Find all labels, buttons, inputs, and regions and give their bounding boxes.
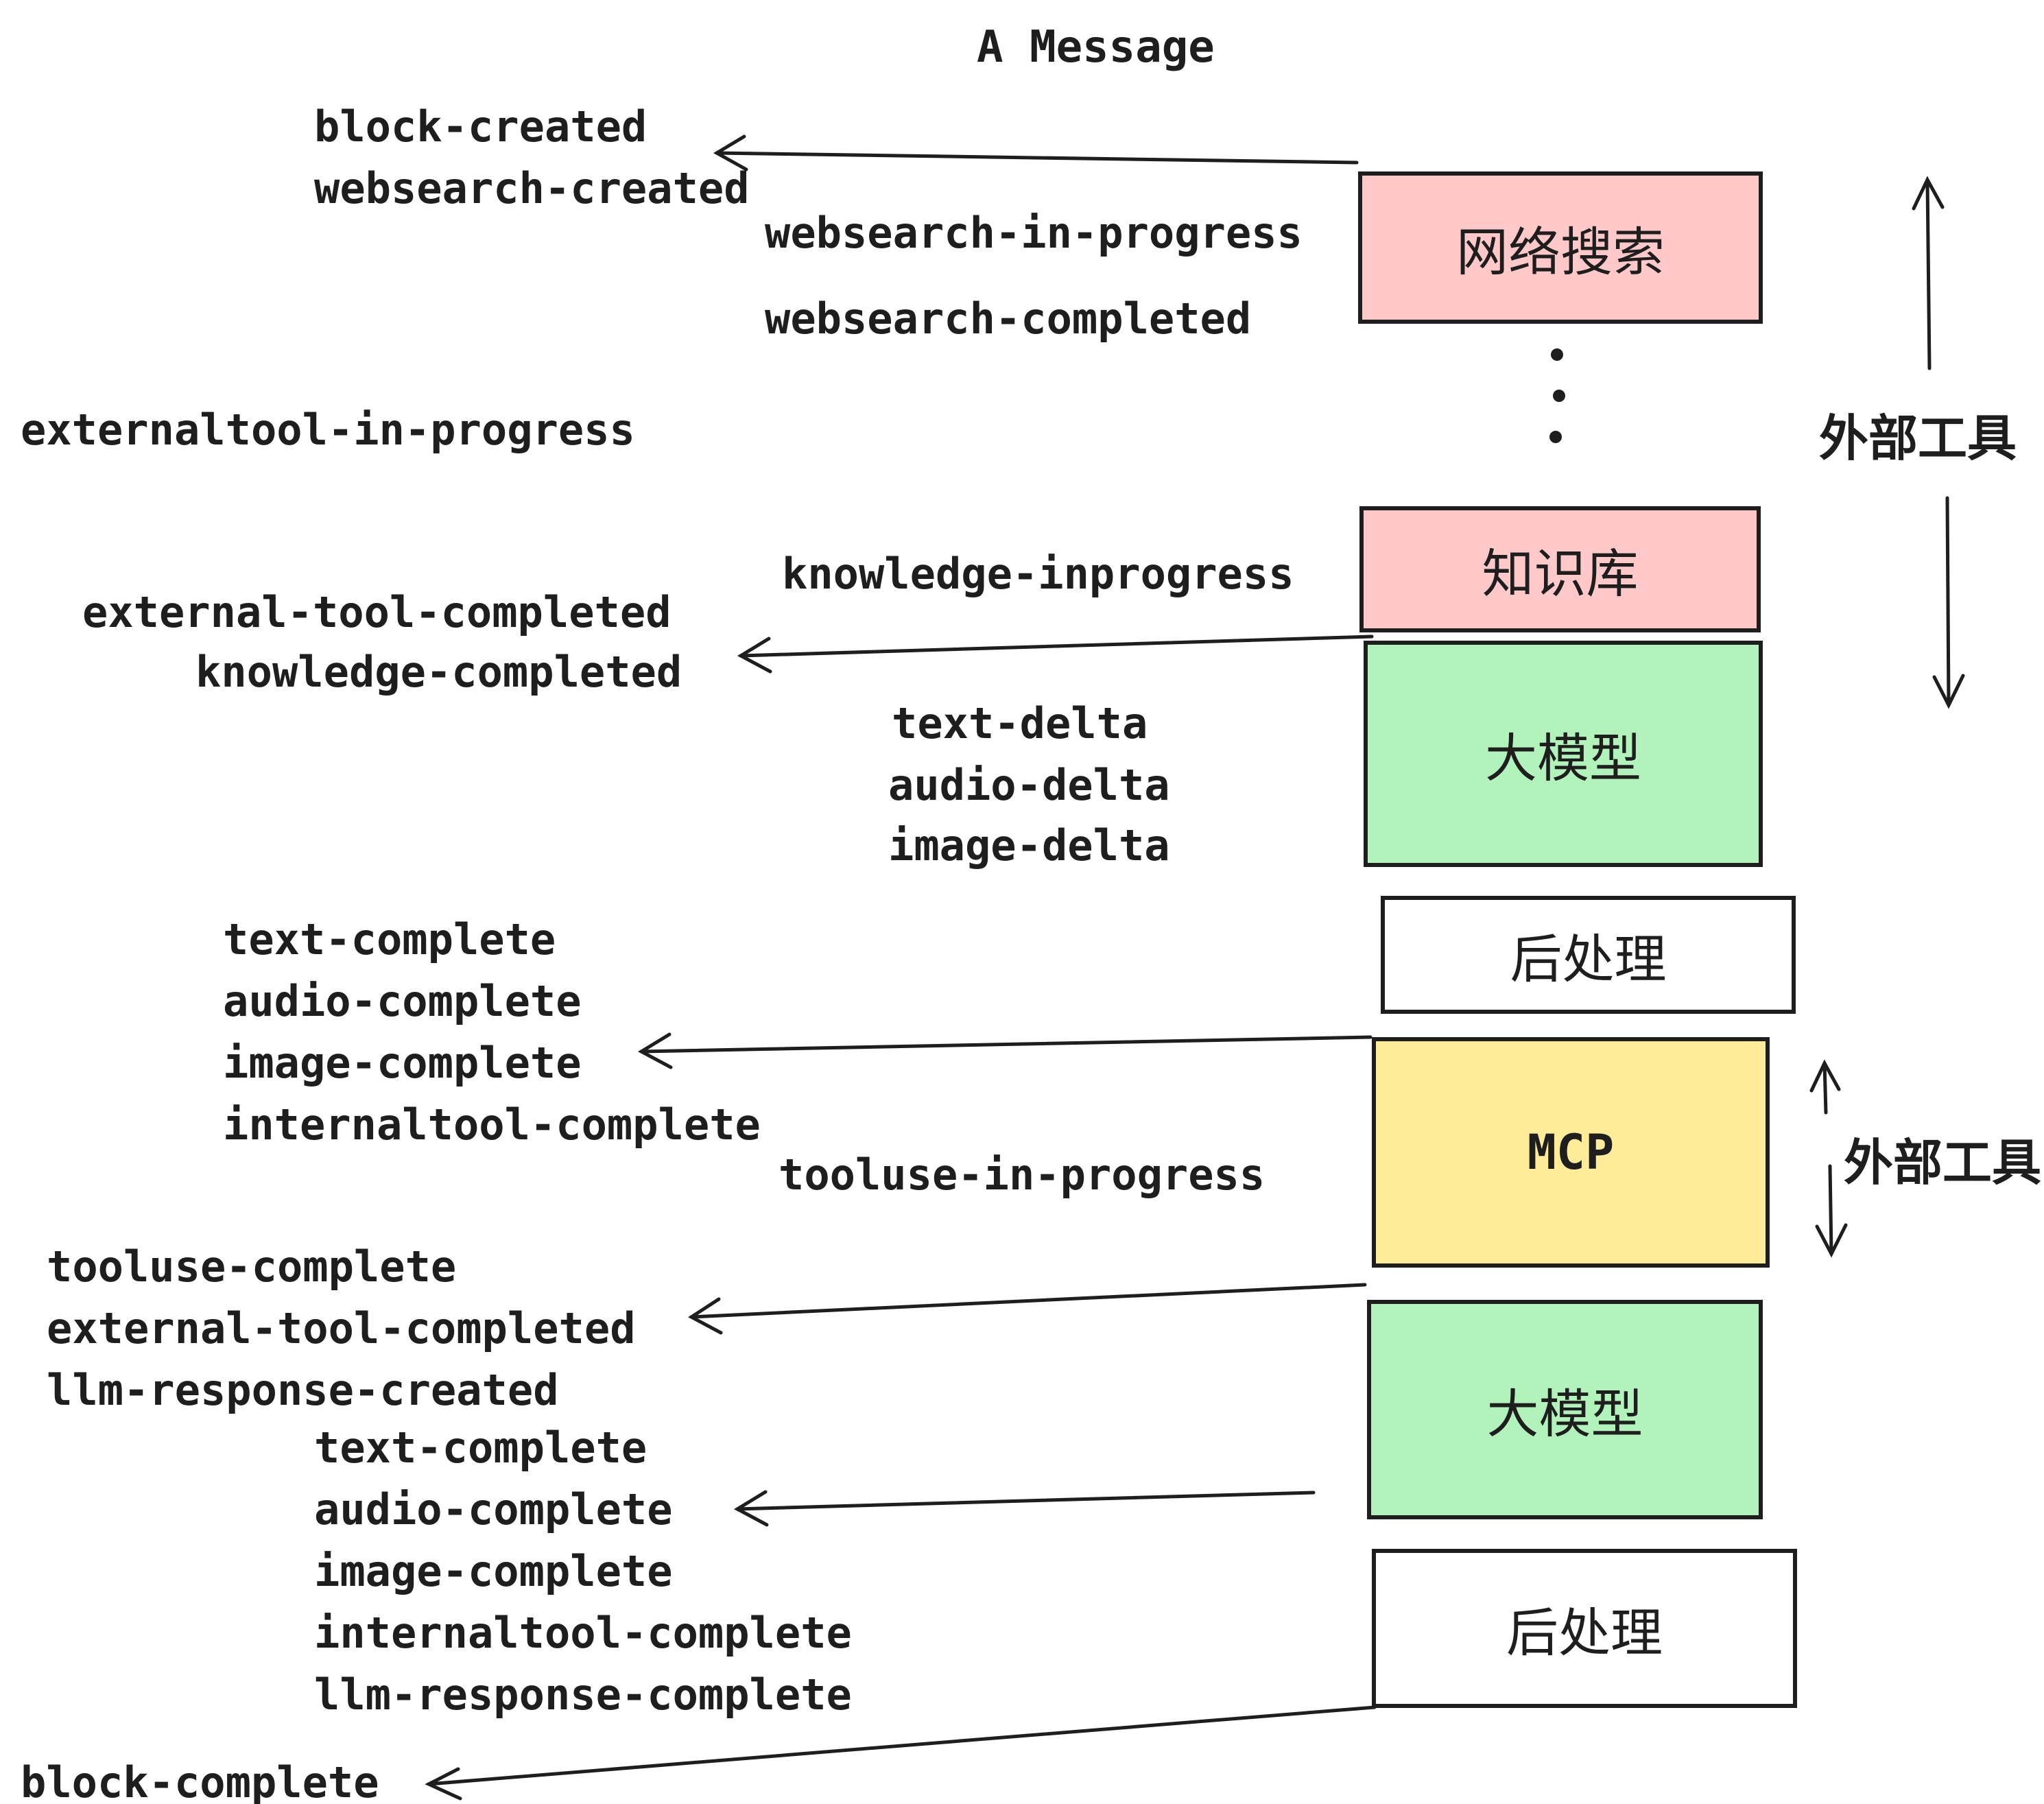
event-knowledge-inprogress: knowledge-inprogress [782,549,1294,599]
node-postprocess-2: 后处理 [1372,1549,1797,1708]
node-llm-1: 大模型 [1364,641,1763,867]
event-tooluse-complete: tooluse-complete [47,1242,457,1292]
event-image-complete: image-complete [223,1038,582,1088]
ellipsis-dots [1549,348,1565,443]
event-externaltool-in-progress: externaltool-in-progress [21,405,635,455]
event-internaltool-complete: internaltool-complete [223,1100,761,1150]
event-image-delta: image-delta [888,820,1170,870]
node-llm-2: 大模型 [1367,1300,1763,1519]
event-websearch-completed: websearch-completed [765,294,1252,344]
external-tools-label-2: 外部工具 [1844,1136,2042,1191]
event-knowledge-completed: knowledge-completed [195,647,682,697]
event-text-complete-2: text-complete [314,1423,647,1473]
event-tooluse-in-progress: tooluse-in-progress [779,1150,1265,1200]
event-block-complete: block-complete [21,1757,379,1804]
external-tools-up-arrow [1912,176,1945,370]
node-knowledge: 知识库 [1359,506,1761,632]
event-text-delta: text-delta [892,698,1148,748]
event-audio-complete: audio-complete [223,976,582,1026]
external-tools-up-arrow-2 [1809,1059,1841,1115]
event-block-created: block-created [314,102,647,152]
event-image-complete-2: image-complete [314,1546,673,1596]
external-tools-down-arrow [1932,496,1965,709]
event-internaltool-complete-2: internaltool-complete [314,1608,852,1658]
arrow-websearch-to-created [713,134,1359,171]
node-postprocess-1: 后处理 [1381,896,1796,1014]
external-tools-label-1: 外部工具 [1819,412,2017,466]
arrow-mcp-to-toolusecomplete [688,1283,1367,1335]
arrow-llm2-to-audiocomplete [733,1490,1316,1527]
node-websearch: 网络搜索 [1358,171,1763,324]
event-websearch-created: websearch-created [314,163,750,213]
event-external-tool-completed-2: external-tool-completed [47,1303,636,1353]
event-audio-delta: audio-delta [888,760,1170,810]
arrow-postprocess2-to-blockcomplete [425,1705,1377,1801]
diagram-title: A Message [977,22,1215,73]
event-external-tool-completed: external-tool-completed [82,587,672,637]
arrow-knowledge-to-completed [737,634,1374,674]
external-tools-down-arrow-2 [1815,1164,1848,1258]
event-llm-response-created: llm-response-created [47,1365,559,1415]
event-audio-complete-2: audio-complete [314,1484,673,1534]
arrow-postprocess-to-complete [637,1032,1372,1069]
event-websearch-in-progress: websearch-in-progress [765,208,1303,258]
event-llm-response-complete: llm-response-complete [314,1670,852,1720]
node-mcp: MCP [1372,1037,1770,1268]
event-text-complete: text-complete [223,914,556,964]
